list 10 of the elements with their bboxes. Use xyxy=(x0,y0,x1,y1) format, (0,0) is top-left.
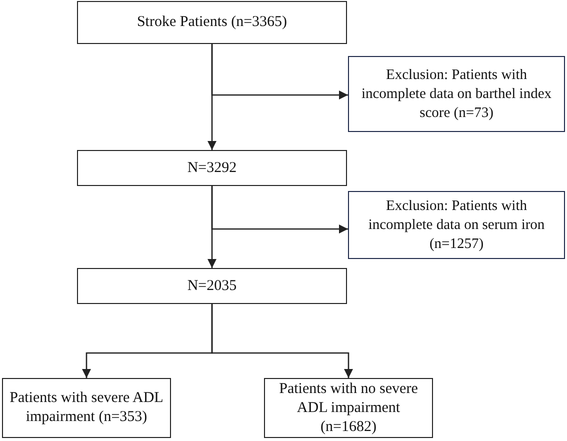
exclusion-box: Exclusion: Patients with incomplete data on barthel index score (n=73) xyxy=(348,56,565,132)
arrow xyxy=(211,186,348,234)
process-box: N=3292 xyxy=(77,150,347,186)
process-box: Patients with no severe ADL impairment (n=1682) xyxy=(264,378,433,438)
exclusion-box: Exclusion: Patients with incomplete data on serum iron (n=1257) xyxy=(348,191,565,259)
arrow xyxy=(211,44,348,100)
process-box: N=2035 xyxy=(77,268,347,304)
process-box: Patients with severe ADL impairment (n=353) xyxy=(2,378,171,438)
arrow xyxy=(211,304,354,378)
process-box: Stroke Patients (n=3365) xyxy=(77,1,347,44)
